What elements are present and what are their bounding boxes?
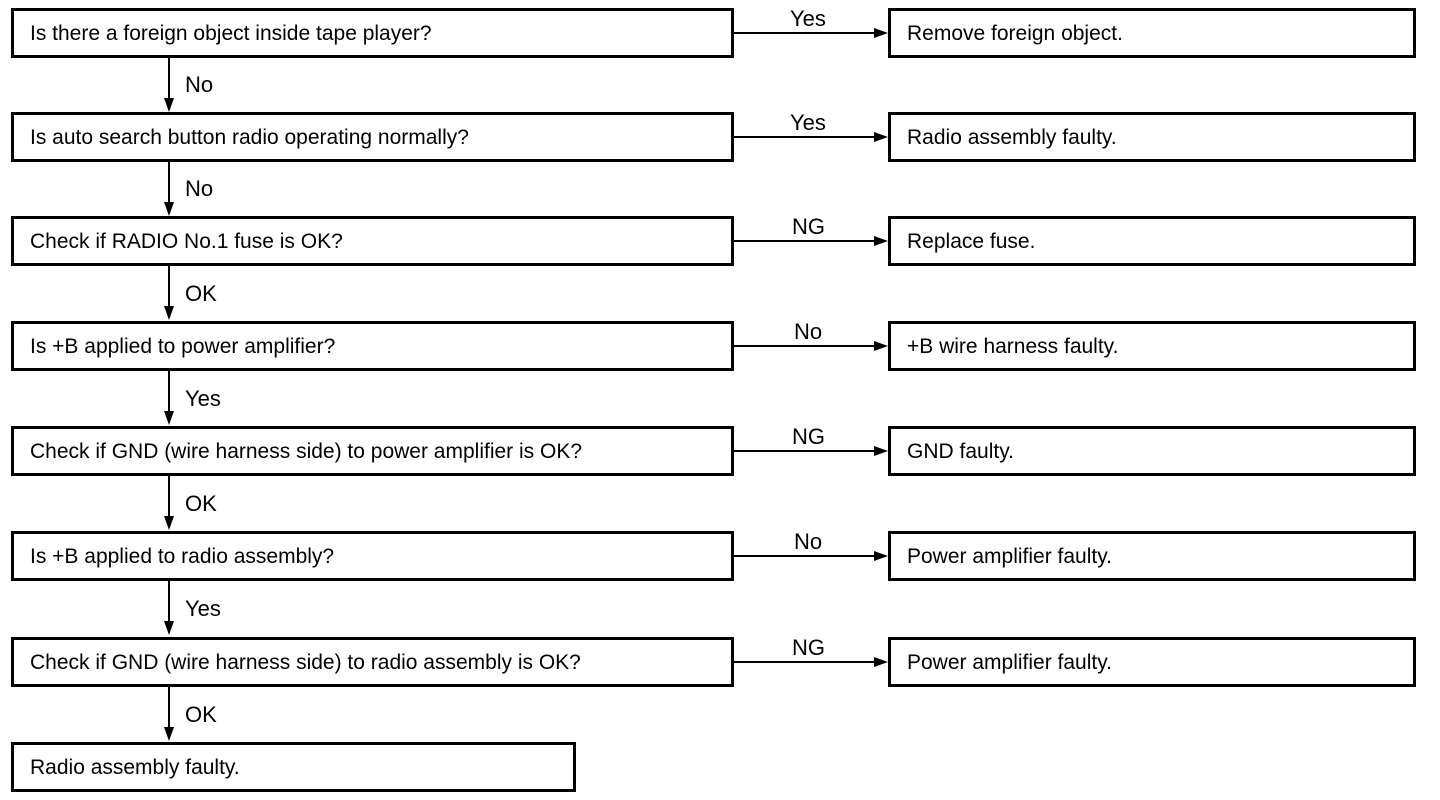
question-box-5: Check if GND (wire harness side) to powe… [11, 426, 734, 476]
question-text: Check if GND (wire harness side) to powe… [30, 439, 583, 463]
branch-label-7: NG [792, 635, 825, 660]
result-text: Power amplifier faulty. [907, 650, 1113, 674]
branch-connector-2 [734, 136, 876, 138]
branch-connector-5 [734, 450, 876, 452]
result-box-7: Power amplifier faulty. [888, 637, 1416, 687]
down-connector-4 [168, 371, 170, 411]
arrow-down-icon [164, 516, 174, 530]
branch-connector-1 [734, 32, 876, 34]
down-connector-6 [168, 581, 170, 621]
result-box-4: +B wire harness faulty. [888, 321, 1416, 371]
branch-label-5: NG [792, 424, 825, 449]
down-label-6: Yes [185, 596, 221, 621]
result-text: Remove foreign object. [907, 21, 1123, 45]
arrow-down-icon [164, 727, 174, 741]
result-box-5: GND faulty. [888, 426, 1416, 476]
result-text: Power amplifier faulty. [907, 544, 1113, 568]
result-text: +B wire harness faulty. [907, 334, 1119, 358]
down-connector-1 [168, 58, 170, 98]
question-box-6: Is +B applied to radio assembly? [11, 531, 734, 581]
final-result-text: Radio assembly faulty. [30, 755, 240, 779]
arrow-right-icon [874, 28, 888, 38]
arrow-right-icon [874, 132, 888, 142]
arrow-down-icon [164, 202, 174, 216]
down-label-2: No [185, 176, 214, 201]
branch-connector-3 [734, 240, 876, 242]
arrow-down-icon [164, 98, 174, 112]
arrow-down-icon [164, 621, 174, 635]
arrow-down-icon [164, 411, 174, 425]
down-connector-7 [168, 687, 170, 727]
branch-connector-4 [734, 345, 876, 347]
down-label-1: No [185, 72, 214, 97]
arrow-down-icon [164, 306, 174, 320]
branch-connector-6 [734, 555, 876, 557]
question-box-1: Is there a foreign object inside tape pl… [11, 8, 734, 58]
question-box-4: Is +B applied to power amplifier? [11, 321, 734, 371]
branch-connector-7 [734, 661, 876, 663]
branch-label-2: Yes [790, 110, 826, 135]
branch-label-6: No [794, 529, 823, 554]
down-connector-3 [168, 266, 170, 306]
arrow-right-icon [874, 657, 888, 667]
final-result-box: Radio assembly faulty. [11, 742, 576, 792]
question-text: Is +B applied to power amplifier? [30, 334, 336, 358]
question-text: Check if RADIO No.1 fuse is OK? [30, 229, 343, 253]
down-connector-2 [168, 162, 170, 202]
branch-label-1: Yes [790, 6, 826, 31]
result-box-2: Radio assembly faulty. [888, 112, 1416, 162]
arrow-right-icon [874, 236, 888, 246]
result-text: Replace fuse. [907, 229, 1036, 253]
result-text: GND faulty. [907, 439, 1014, 463]
question-box-3: Check if RADIO No.1 fuse is OK? [11, 216, 734, 266]
down-connector-5 [168, 476, 170, 516]
question-box-2: Is auto search button radio operating no… [11, 112, 734, 162]
down-label-3: OK [185, 281, 217, 306]
branch-label-3: NG [792, 214, 825, 239]
question-box-7: Check if GND (wire harness side) to radi… [11, 637, 734, 687]
result-box-1: Remove foreign object. [888, 8, 1416, 58]
arrow-right-icon [874, 551, 888, 561]
question-text: Check if GND (wire harness side) to radi… [30, 650, 581, 674]
down-label-4: Yes [185, 386, 221, 411]
result-text: Radio assembly faulty. [907, 125, 1117, 149]
question-text: Is there a foreign object inside tape pl… [30, 21, 432, 45]
down-label-5: OK [185, 491, 217, 516]
branch-label-4: No [794, 319, 823, 344]
arrow-right-icon [874, 341, 888, 351]
result-box-3: Replace fuse. [888, 216, 1416, 266]
question-text: Is auto search button radio operating no… [30, 125, 469, 149]
question-text: Is +B applied to radio assembly? [30, 544, 335, 568]
arrow-right-icon [874, 446, 888, 456]
down-label-7: OK [185, 702, 217, 727]
result-box-6: Power amplifier faulty. [888, 531, 1416, 581]
